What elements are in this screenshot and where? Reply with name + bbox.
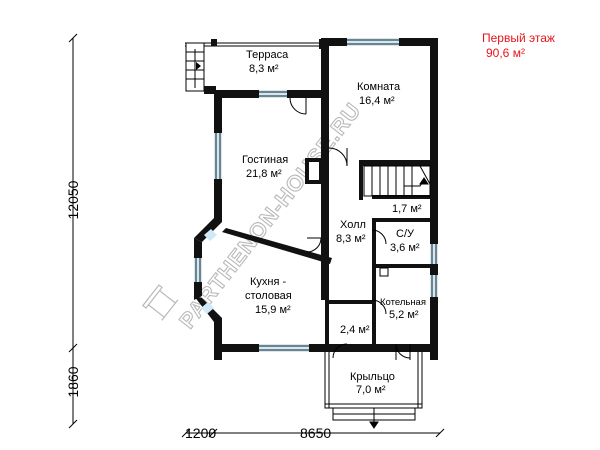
- room-hall: Холл 8,3 м²: [336, 219, 366, 245]
- room-storage: 1,7 м²: [392, 203, 422, 215]
- room-terrace: Терраса 8,3 м²: [246, 49, 289, 75]
- room-hall-area: 8,3 м²: [336, 233, 366, 245]
- room-terrace-area: 8,3 м²: [249, 63, 279, 75]
- watermark-logo: [142, 284, 179, 321]
- dim-width-left: 1200: [185, 425, 216, 441]
- room-bedroom: Комната 16,4 м²: [357, 81, 401, 107]
- dim-height-porch: 1860: [65, 366, 81, 397]
- room-living-area: 21,8 м²: [246, 168, 282, 180]
- dimension-vertical-main: 12050: [65, 33, 81, 353]
- room-bathroom-name: С/У: [396, 228, 415, 240]
- room-storage-area: 1,7 м²: [392, 203, 422, 215]
- fixtures: [325, 267, 389, 295]
- room-kitchen-name2: столовая: [245, 290, 292, 302]
- room-small: 2,4 м²: [340, 324, 370, 336]
- floor-title: Первый этаж: [482, 31, 555, 45]
- dimension-vertical-porch: 1860: [65, 348, 81, 429]
- room-boiler-name: Котельная: [380, 297, 426, 308]
- room-kitchen-area: 15,9 м²: [255, 304, 291, 316]
- dimension-horizontal: 1200 8650: [181, 425, 445, 441]
- interior-walls: [222, 158, 438, 352]
- room-bedroom-name: Комната: [357, 81, 401, 93]
- room-porch-area: 7,0 м²: [356, 384, 386, 396]
- room-living-name: Гостиная: [242, 154, 288, 166]
- dim-height-main: 12050: [65, 180, 81, 219]
- room-terrace-name: Терраса: [246, 49, 289, 61]
- room-hall-name: Холл: [340, 219, 366, 231]
- porch: [324, 352, 423, 429]
- room-bathroom: С/У 3,6 м²: [390, 228, 420, 254]
- room-small-area: 2,4 м²: [340, 324, 370, 336]
- room-porch: Крыльцо 7,0 м²: [350, 371, 395, 396]
- staircase: [363, 165, 431, 197]
- room-kitchen-name: Кухня -: [250, 276, 286, 288]
- doors: [289, 97, 411, 360]
- room-boiler: Котельная 5,2 м²: [380, 297, 426, 321]
- room-kitchen: Кухня - столовая 15,9 м²: [245, 276, 292, 316]
- room-bedroom-area: 16,4 м²: [359, 95, 395, 107]
- room-boiler-area: 5,2 м²: [389, 309, 419, 321]
- room-living: Гостиная 21,8 м²: [242, 154, 288, 180]
- dim-width-main: 8650: [300, 425, 331, 441]
- windows: [194, 38, 438, 352]
- room-bathroom-area: 3,6 м²: [390, 242, 420, 254]
- room-porch-name: Крыльцо: [350, 371, 395, 383]
- floor-total-area: 90,6 м²: [486, 46, 525, 60]
